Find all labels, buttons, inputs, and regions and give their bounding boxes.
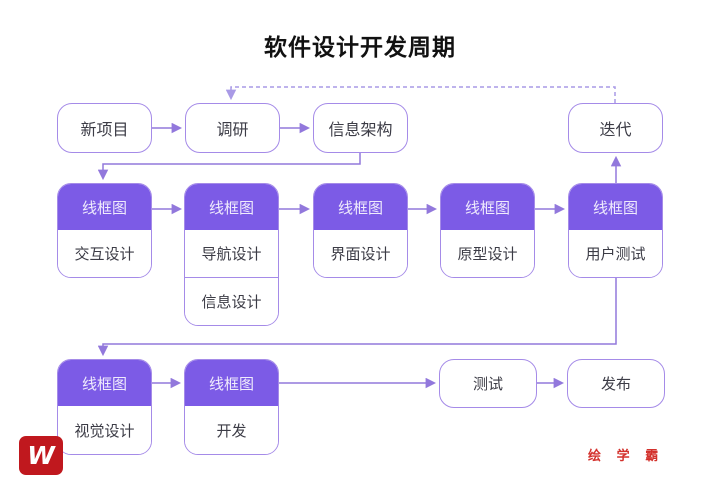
node-development: 线框图 开发 (184, 359, 279, 455)
node-body: 原型设计 (441, 230, 534, 277)
node-new-project: 新项目 (57, 103, 152, 153)
node-release: 发布 (567, 359, 665, 408)
node-body: 界面设计 (314, 230, 407, 277)
node-body: 交互设计 (58, 230, 151, 277)
node-header: 线框图 (185, 184, 278, 230)
logo-glyph: W (27, 441, 55, 470)
node-research: 调研 (185, 103, 280, 153)
node-user-testing: 线框图 用户测试 (568, 183, 663, 278)
node-body-secondary: 信息设计 (185, 277, 278, 325)
node-prototype-design: 线框图 原型设计 (440, 183, 535, 278)
huixueba-logo-icon: W (19, 436, 63, 475)
node-testing: 测试 (439, 359, 537, 408)
node-interface-design: 线框图 界面设计 (313, 183, 408, 278)
node-header: 线框图 (185, 360, 278, 406)
node-body: 导航设计 (185, 230, 278, 277)
node-header: 线框图 (569, 184, 662, 230)
node-body: 用户测试 (569, 230, 662, 277)
node-body: 视觉设计 (58, 406, 151, 454)
node-iteration: 迭代 (568, 103, 663, 153)
connector-infoarch-to-interaction (97, 153, 361, 181)
page-title: 软件设计开发周期 (264, 34, 456, 60)
node-header: 线框图 (58, 184, 151, 230)
connector-usertesting-to-visualdesign (97, 278, 617, 357)
brand-name: 绘 学 霸 (588, 448, 665, 463)
node-info-architecture: 信息架构 (313, 103, 408, 153)
connector-iteration-to-research-dashed (225, 86, 616, 103)
node-header: 线框图 (58, 360, 151, 406)
node-body: 开发 (185, 406, 278, 454)
node-header: 线框图 (441, 184, 534, 230)
node-visual-design: 线框图 视觉设计 (57, 359, 152, 455)
node-interaction-design: 线框图 交互设计 (57, 183, 152, 278)
node-header: 线框图 (314, 184, 407, 230)
node-navigation-design: 线框图 导航设计 信息设计 (184, 183, 279, 326)
